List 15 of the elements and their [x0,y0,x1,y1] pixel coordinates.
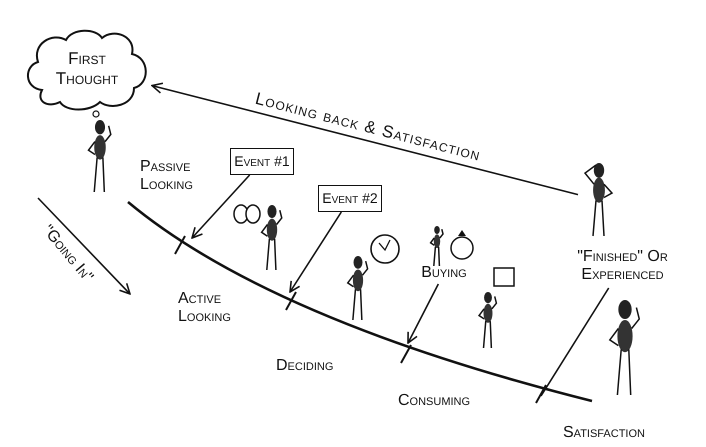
stage-label: Deciding [276,357,334,376]
arrow [407,284,440,344]
stage-label: Satisfaction [563,424,646,442]
leader-line [540,288,610,396]
stage-label: "Finished" Or Experienced [576,248,669,284]
cloud-text: First Thought [54,49,120,89]
arrow [289,212,342,293]
arrow [191,174,250,239]
stage-label: Consuming [398,392,472,410]
stage-label: Buying [421,264,467,282]
event-box: Event #2 [318,185,382,212]
stage-label: Active Looking [178,290,232,327]
arrow [151,82,578,196]
stage-label: Passive Looking [140,158,194,195]
event-box: Event #1 [230,148,294,175]
